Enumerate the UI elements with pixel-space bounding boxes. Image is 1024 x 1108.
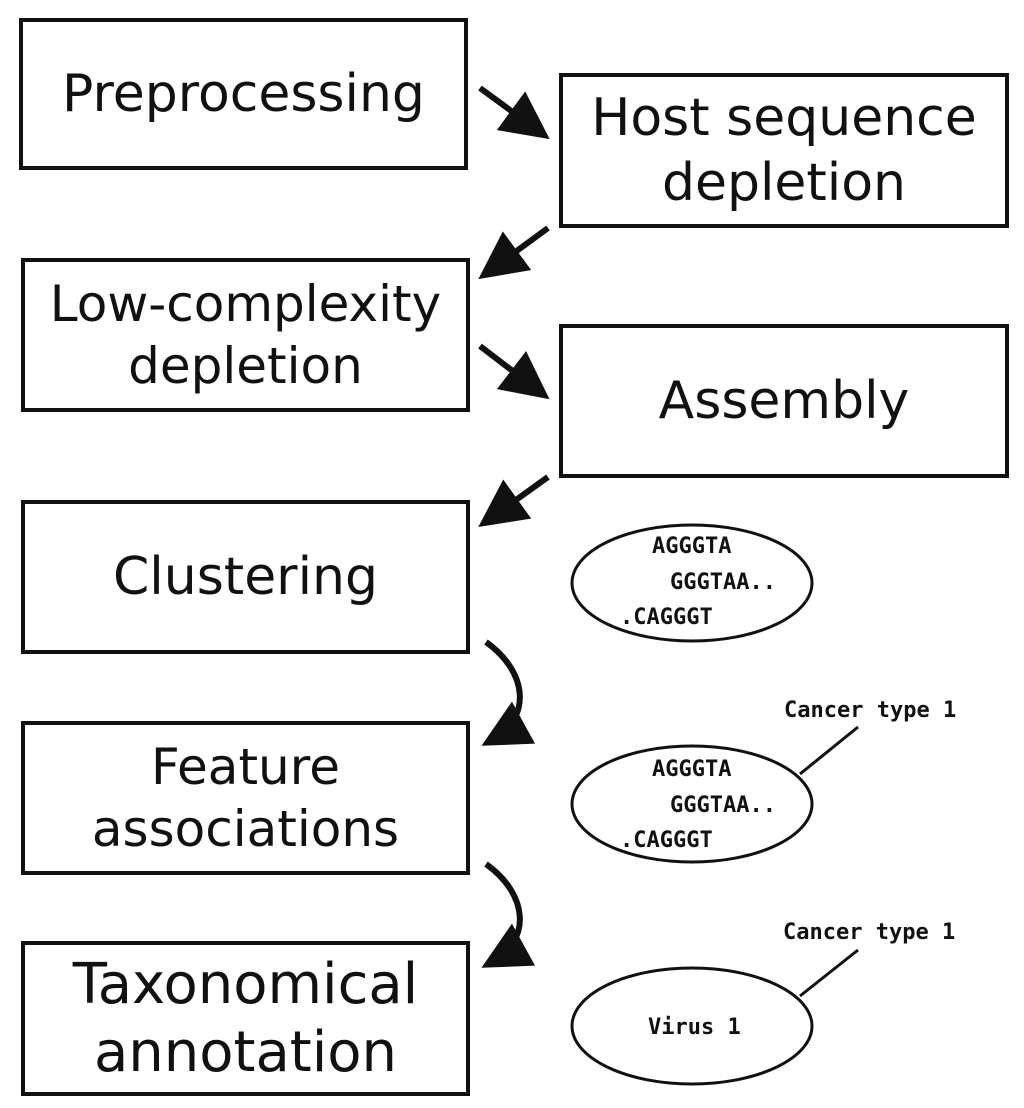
step-clustering: Clustering	[21, 500, 470, 654]
cancer-type-tag: Cancer type 1	[783, 920, 956, 945]
associated-cluster-ellipse	[570, 744, 814, 864]
arrow-low-complexity-to-assembly	[478, 343, 550, 400]
sequence-text: AGGGTA	[652, 757, 732, 782]
arrow-host-depletion-to-low-complexity	[478, 225, 550, 280]
step-host-depletion: Host sequence depletion	[559, 73, 1009, 228]
step-label: Host sequence depletion	[591, 87, 977, 213]
step-taxonomical-annotation: Taxonomical annotation	[21, 941, 470, 1096]
virus-label: Virus 1	[648, 1015, 741, 1040]
arrow-assembly-to-clustering	[478, 474, 550, 527]
virus-ellipse	[570, 966, 814, 1086]
tag-leader-line	[799, 948, 859, 998]
step-label: Assembly	[658, 370, 910, 431]
sequence-text: AGGGTA	[652, 534, 732, 559]
arrow-preprocessing-to-host-depletion	[478, 85, 550, 140]
step-label: Low-complexity depletion	[49, 274, 442, 396]
step-assembly: Assembly	[559, 324, 1009, 478]
step-label: Feature associations	[91, 737, 400, 859]
tag-leader-line	[799, 725, 859, 776]
step-preprocessing: Preprocessing	[19, 18, 468, 170]
sequence-text: GGGTAA..	[670, 793, 776, 818]
sequence-text: .CAGGGT	[620, 828, 713, 853]
sequence-text: GGGTAA..	[670, 570, 776, 595]
step-label: Clustering	[113, 546, 378, 607]
step-low-complexity: Low-complexity depletion	[21, 258, 470, 412]
arrow-clustering-to-feature-associations	[481, 639, 536, 746]
step-label: Preprocessing	[62, 63, 425, 124]
arrow-feature-associations-to-taxonomical-annotation	[481, 861, 536, 968]
sequence-text: .CAGGGT	[620, 605, 713, 630]
cluster-ellipse	[570, 523, 814, 643]
cancer-type-tag: Cancer type 1	[784, 698, 957, 723]
step-label: Taxonomical annotation	[72, 952, 419, 1085]
step-feature-associations: Feature associations	[21, 721, 470, 875]
